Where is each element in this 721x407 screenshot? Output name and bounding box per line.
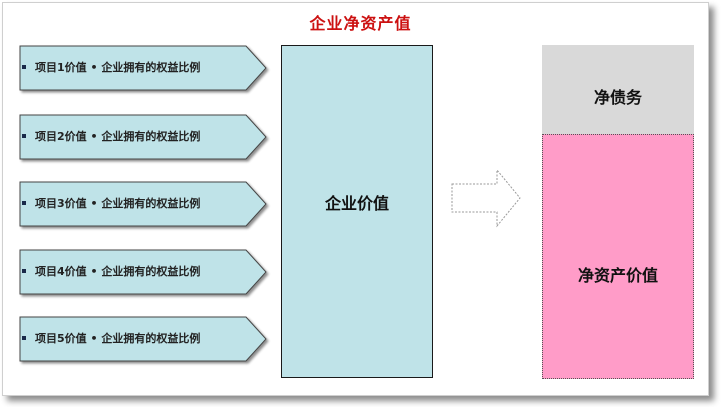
enterprise-value-label: 企业价值 <box>324 194 389 213</box>
item-shape-4 <box>19 249 267 295</box>
item-label-1: 项目1价值 • 企业拥有的权益比例 <box>22 58 260 78</box>
net-debt-label: 净债务 <box>593 88 642 107</box>
bullet-icon <box>22 134 26 138</box>
net-equity-label: 净资产价值 <box>577 266 658 285</box>
item-label-2: 项目2价值 • 企业拥有的权益比例 <box>22 127 260 147</box>
item-label-3: 项目3价值 • 企业拥有的权益比例 <box>22 194 260 214</box>
item-shape-3 <box>19 181 267 227</box>
diagram-title: 企业净资产值 <box>309 14 412 33</box>
net-debt-box <box>542 45 694 134</box>
right-arrow-icon <box>451 168 521 228</box>
bullet-icon <box>22 201 26 205</box>
enterprise-value-box <box>281 45 433 378</box>
bullet-icon <box>22 269 26 273</box>
net-equity-box <box>542 134 694 379</box>
bullet-icon <box>22 65 26 69</box>
item-label-5: 项目5价值 • 企业拥有的权益比例 <box>22 329 260 349</box>
bullet-icon <box>22 336 26 340</box>
item-shape-5 <box>19 316 267 362</box>
item-shape-1 <box>19 45 267 91</box>
item-shape-2 <box>19 114 267 160</box>
item-label-4: 项目4价值 • 企业拥有的权益比例 <box>22 262 260 282</box>
